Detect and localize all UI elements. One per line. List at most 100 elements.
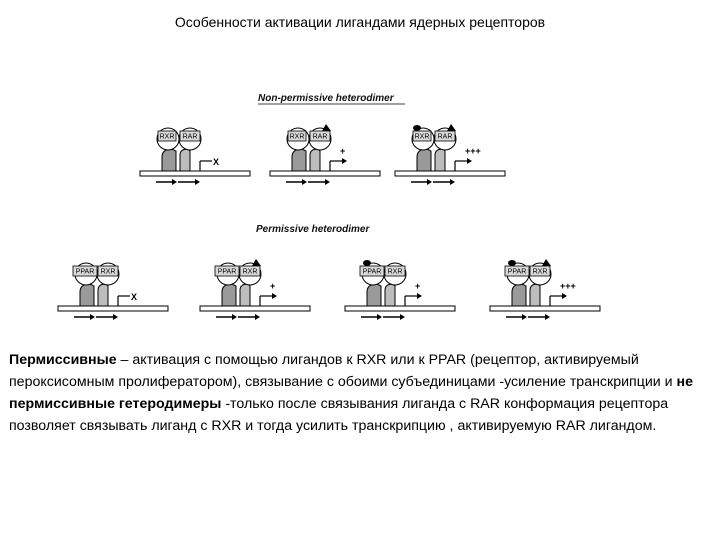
- arrow-head: [195, 179, 200, 185]
- transcription-arrow-head: [272, 293, 277, 299]
- arrow-head: [400, 314, 405, 320]
- ligand-left: [413, 125, 421, 131]
- description-part-1: – активация с помощью лигандов к RXR или…: [9, 352, 677, 390]
- left-receptor-name: PPAR: [218, 269, 237, 276]
- heterodimer-unit: PPAR RXR +++: [489, 259, 601, 320]
- transcription-blocked-mark: X: [213, 157, 219, 167]
- description-paragraph: Пермиссивные – активация с помощью лиган…: [9, 349, 714, 437]
- right-dna-binding-domain: [97, 283, 109, 307]
- left-dna-binding-domain: [511, 283, 527, 307]
- right-dna-binding-domain: [309, 148, 321, 172]
- ligand-right: [322, 124, 331, 131]
- arrow-head: [545, 314, 550, 320]
- nonpermissive-term: не пермиссивные гетеродимеры: [9, 374, 693, 412]
- heterodimer-unit: PPAR RXR +: [344, 260, 456, 320]
- left-dna-binding-domain: [366, 283, 382, 307]
- dna-strand: [199, 305, 311, 312]
- right-receptor-name: RXR: [533, 269, 548, 276]
- heterodimer-unit: RXR RAR +++: [394, 124, 506, 185]
- right-receptor-name: RXR: [101, 269, 116, 276]
- left-receptor-name: RXR: [290, 134, 305, 141]
- heterodimer-unit: RXR RAR X: [139, 127, 251, 185]
- right-receptor-box: [434, 130, 456, 142]
- arrow-head: [90, 314, 95, 320]
- right-dna-binding-domain: [239, 283, 251, 307]
- arrow-head: [255, 314, 260, 320]
- left-receptor-box: [287, 130, 307, 142]
- transcription-level-mark: +: [340, 146, 345, 156]
- right-dna-binding-domain: [529, 283, 541, 307]
- arrow-head: [113, 314, 118, 320]
- left-receptor-name: PPAR: [76, 269, 95, 276]
- transcription-level-mark: +: [415, 281, 420, 291]
- left-dna-binding-domain: [161, 148, 177, 172]
- left-receptor-box: [504, 265, 530, 277]
- right-receptor-box: [529, 265, 551, 277]
- dna-strand: [489, 305, 601, 312]
- dna-strand: [344, 305, 456, 312]
- arrow-head: [232, 314, 237, 320]
- dna-strand: [57, 305, 169, 312]
- permissive-term: Пермиссивные: [9, 352, 117, 368]
- transcription-arrow-head: [467, 158, 472, 164]
- left-receptor-box: [359, 265, 385, 277]
- left-receptor-name: RXR: [160, 134, 175, 141]
- arrow-head: [427, 179, 432, 185]
- right-receptor-name: RXR: [388, 269, 403, 276]
- transcription-level-mark: +: [270, 281, 275, 291]
- left-receptor-name: PPAR: [363, 269, 382, 276]
- right-receptor-box: [384, 265, 406, 277]
- left-dna-binding-domain: [79, 283, 95, 307]
- right-receptor-name: RAR: [438, 134, 453, 141]
- transcription-level-mark: +++: [465, 146, 481, 156]
- right-receptor-box: [239, 265, 261, 277]
- right-dna-binding-domain: [179, 148, 191, 172]
- description-part-2: -только после связывания лиганда с RAR к…: [9, 396, 669, 434]
- right-receptor-name: RAR: [313, 134, 328, 141]
- transcription-level-mark: +++: [560, 281, 576, 291]
- right-receptor-box: [309, 130, 331, 142]
- dna-strand: [394, 170, 506, 177]
- left-receptor-name: RXR: [415, 134, 430, 141]
- arrow-head: [302, 179, 307, 185]
- arrow-head: [522, 314, 527, 320]
- transcription-arrow-head: [342, 158, 347, 164]
- right-receptor-box: [97, 265, 119, 277]
- left-receptor-box: [412, 130, 432, 142]
- right-dna-binding-domain: [384, 283, 396, 307]
- left-dna-binding-domain: [416, 148, 432, 172]
- transcription-arrow-head: [562, 293, 567, 299]
- arrow-head: [172, 179, 177, 185]
- heterodimer-unit: RXR RAR +: [269, 124, 381, 185]
- ligand-left: [363, 260, 371, 266]
- transcription-arrow-head: [417, 293, 422, 299]
- permissive-row: PPAR RXR X PPAR RXR + PPAR RXR + PPAR RXR +++: [57, 259, 601, 320]
- left-receptor-name: PPAR: [508, 269, 527, 276]
- permissive-label: Permissive heterodimer: [256, 224, 370, 235]
- transcription-blocked-mark: X: [131, 292, 137, 302]
- right-dna-binding-domain: [434, 148, 446, 172]
- heterodimer-unit: PPAR RXR X: [57, 262, 169, 320]
- ligand-left: [508, 260, 516, 266]
- slide-title: Особенности активации лигандами ядерных …: [174, 14, 546, 30]
- ligand-right: [252, 259, 261, 266]
- dna-strand: [269, 170, 381, 177]
- ligand-right: [542, 259, 551, 266]
- right-receptor-name: RXR: [243, 269, 258, 276]
- left-dna-binding-domain: [291, 148, 307, 172]
- nonpermissive-label: Non-permissive heterodimer: [258, 93, 395, 104]
- left-receptor-box: [72, 265, 98, 277]
- arrow-head: [377, 314, 382, 320]
- left-receptor-box: [157, 130, 177, 142]
- arrow-head: [450, 179, 455, 185]
- right-receptor-name: RAR: [183, 134, 198, 141]
- left-dna-binding-domain: [221, 283, 237, 307]
- ligand-right: [447, 124, 456, 131]
- nonpermissive-row: RXR RAR X RXR RAR + RXR RAR +++: [139, 124, 506, 185]
- left-receptor-box: [214, 265, 240, 277]
- heterodimer-unit: PPAR RXR +: [199, 259, 311, 320]
- right-receptor-box: [179, 130, 201, 142]
- dna-strand: [139, 170, 251, 177]
- heterodimer-diagram: Non-permissive heterodimer Permissive he…: [57, 93, 601, 320]
- arrow-head: [325, 179, 330, 185]
